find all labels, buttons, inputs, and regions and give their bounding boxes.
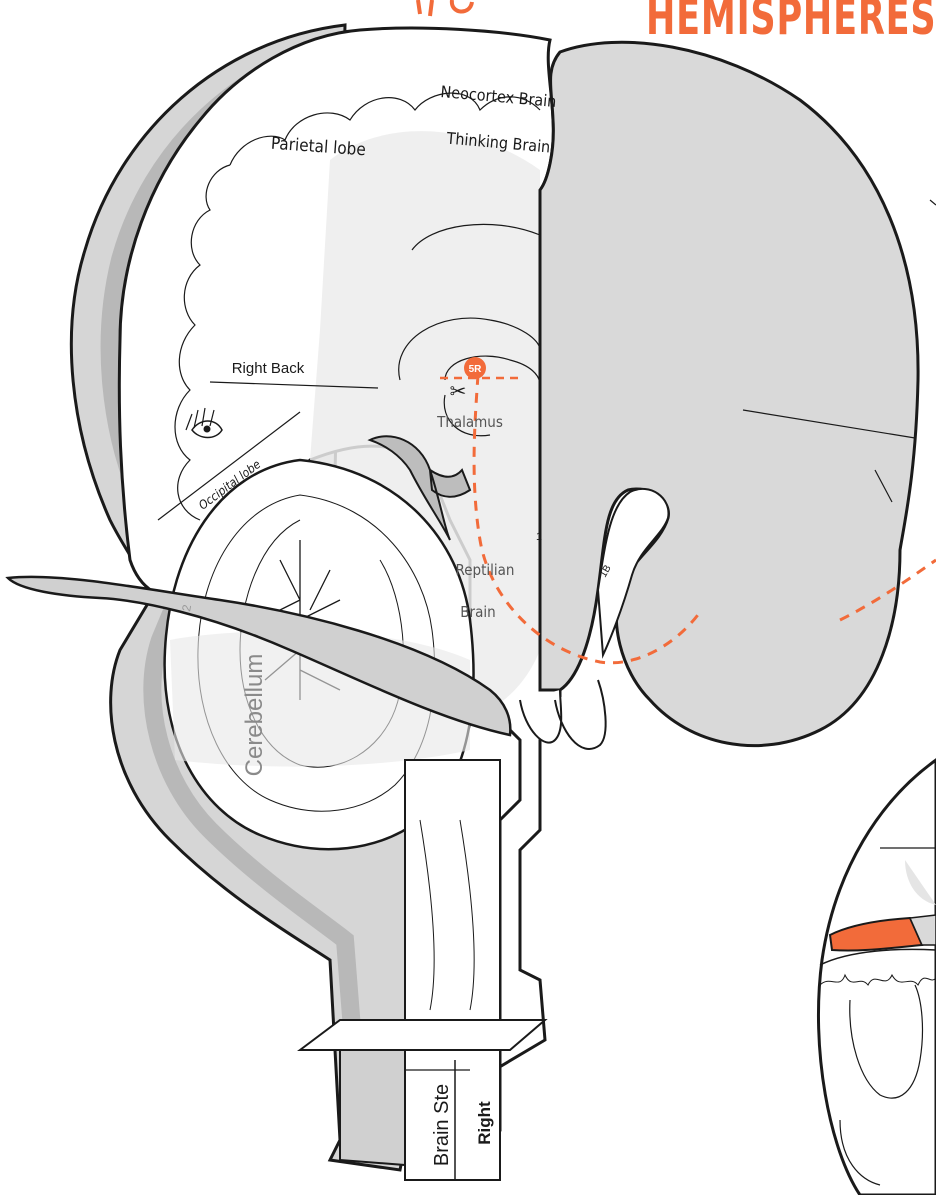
right-back-label: Right Back bbox=[232, 360, 305, 377]
tab-1-label: 1 bbox=[536, 531, 542, 543]
brain-stem-label: Brain Ste bbox=[431, 1084, 453, 1166]
cut-badge-label: 5R bbox=[469, 364, 483, 375]
scissors-icon: ✂ bbox=[450, 381, 467, 403]
right-label: Right bbox=[475, 1101, 494, 1145]
reptilian-label-2: Brain bbox=[460, 603, 495, 621]
cerebellum-label: Cerebellum bbox=[241, 654, 268, 777]
hemispheres-title: HEMISPHERES bbox=[646, 0, 936, 46]
reptilian-label-1: Reptilian bbox=[456, 561, 515, 579]
left-hemisphere-panel bbox=[540, 42, 918, 745]
thalamus-label: Thalamus bbox=[436, 413, 503, 431]
edge-mark bbox=[930, 200, 936, 205]
second-brain-piece bbox=[818, 760, 936, 1195]
